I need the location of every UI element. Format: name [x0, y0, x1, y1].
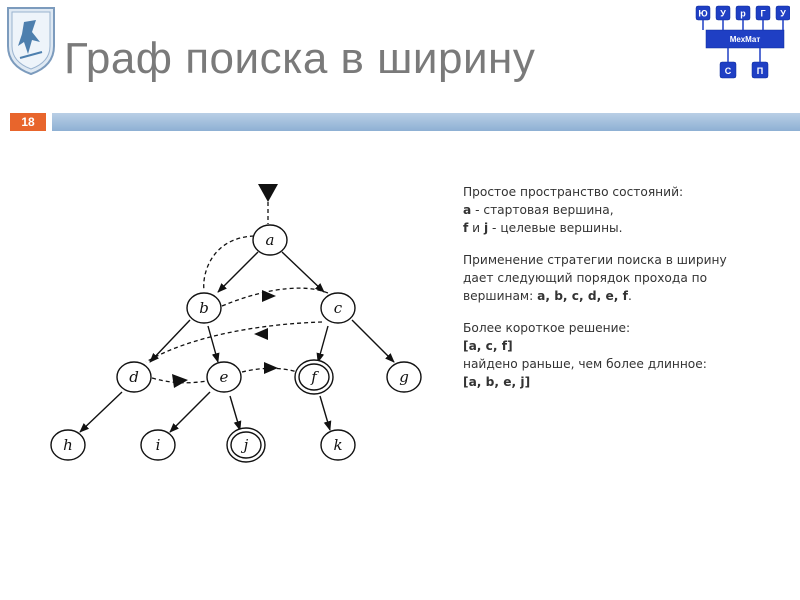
- node-k: [320, 429, 356, 461]
- bfs-graph: a b c d e f g h i j k: [50, 184, 422, 463]
- node-g: [386, 361, 422, 393]
- node-label-k: k: [333, 436, 342, 454]
- edge-c-g: [351, 319, 395, 363]
- edge-f-k: [319, 395, 332, 431]
- p3-line3: найдено раньше, чем более длинное:: [463, 357, 707, 371]
- node-b: [186, 292, 222, 324]
- node-label-d: d: [129, 368, 139, 386]
- svg-text:У: У: [780, 9, 786, 19]
- slide-number: 18: [10, 113, 46, 131]
- p3-line2: [a, c, f]: [463, 339, 513, 353]
- node-e: [206, 361, 242, 393]
- p3-line4: [a, b, e, j]: [463, 375, 531, 389]
- svg-text:Ю: Ю: [698, 9, 707, 19]
- p1-line2: a - стартовая вершина,: [463, 203, 614, 217]
- node-a: [252, 224, 288, 256]
- mehmat-logo-icon: Ю У р Г У МехМат С П: [695, 5, 790, 79]
- edge-d-h: [79, 391, 123, 433]
- node-label-a: a: [266, 231, 275, 249]
- svg-text:МехМат: МехМат: [730, 35, 761, 44]
- p3-line1: Более короткое решение:: [463, 321, 631, 335]
- svg-text:Г: Г: [760, 9, 765, 19]
- node-label-f: f: [310, 368, 319, 386]
- edge-a-b: [217, 251, 259, 293]
- edge-b-e: [207, 325, 220, 363]
- node-label-b: b: [199, 299, 209, 317]
- p2-line3: вершинам: a, b, c, d, e, f.: [463, 289, 632, 303]
- node-label-i: i: [156, 436, 161, 454]
- p2-line2: дает следующий порядок прохода по: [463, 271, 708, 285]
- node-c: [320, 292, 356, 324]
- node-h: [50, 429, 86, 461]
- node-label-g: g: [399, 368, 409, 386]
- page-title: Граф поиска в ширину: [64, 34, 536, 83]
- p1-line3: f и j - целевые вершины.: [463, 221, 623, 235]
- p1-line1: Простое пространство состояний:: [463, 185, 684, 199]
- svg-text:р: р: [740, 9, 746, 19]
- edge-c-f: [316, 325, 329, 363]
- edge-e-i: [169, 391, 211, 433]
- node-label-j: j: [241, 436, 249, 454]
- svg-text:С: С: [725, 66, 732, 76]
- edge-b-d: [149, 319, 191, 363]
- node-label-c: c: [334, 299, 343, 317]
- node-j: [230, 431, 262, 459]
- svg-text:У: У: [720, 9, 726, 19]
- node-f: [298, 363, 330, 391]
- node-label-e: e: [220, 368, 229, 386]
- header-bar: [52, 113, 800, 131]
- svg-text:П: П: [757, 66, 763, 76]
- edge-a-c: [281, 251, 325, 293]
- university-emblem-icon: [7, 7, 55, 76]
- node-i: [140, 429, 176, 461]
- node-label-h: h: [63, 436, 73, 454]
- edge-e-j: [229, 395, 242, 431]
- start-arrow: [258, 184, 278, 202]
- p2-line1: Применение стратегии поиска в ширину: [463, 253, 727, 267]
- description-text: Простое пространство состояний: a - стар…: [463, 183, 793, 391]
- node-d: [116, 361, 152, 393]
